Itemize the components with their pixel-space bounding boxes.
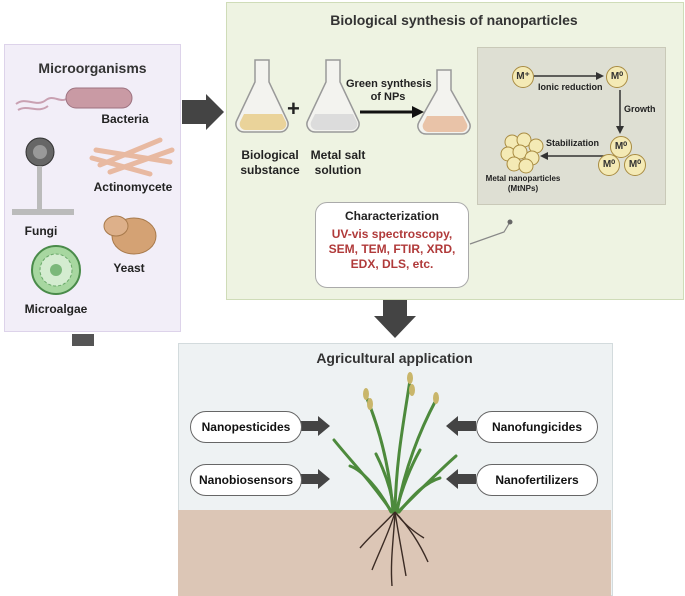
- nanoparticle-cluster-icon: [500, 132, 544, 174]
- metal-atom-bubble: M⁰: [606, 66, 628, 88]
- characterization-line: UV-vis spectroscopy,: [331, 227, 453, 241]
- micro-to-synthesis-arrow-icon: [182, 94, 224, 130]
- dash-marker-icon: [72, 334, 94, 346]
- label-metal-salt-solution: Metal salt solution: [310, 148, 366, 177]
- biological-substance-flask-icon: [235, 59, 289, 133]
- grain-icon: [363, 372, 439, 410]
- label-biological-substance: Biological substance: [240, 148, 300, 177]
- metal-salt-flask-icon: [306, 59, 360, 133]
- nanoparticle-flask-icon: [417, 69, 471, 135]
- microalgae-icon: [31, 245, 81, 295]
- characterization-line: EDX, DLS, etc.: [350, 257, 434, 271]
- green-synthesis-arrow-icon: [360, 106, 424, 118]
- plus-sign: +: [287, 96, 300, 121]
- nanofungicides-pill: Nanofungicides: [476, 411, 598, 443]
- label-yeast: Yeast: [113, 261, 145, 275]
- synthesis-title: Biological synthesis of nanoparticles: [330, 12, 578, 28]
- synthesis-to-agriculture-arrow-icon: [374, 300, 416, 338]
- characterization-line: SEM, TEM, FTIR, XRD,: [328, 242, 456, 256]
- application-arrows-icon: [300, 416, 476, 489]
- microorganisms-title: Microorganisms: [38, 60, 147, 76]
- label-ionic-reduction: Ionic reduction: [538, 82, 603, 92]
- label-growth: Growth: [624, 104, 656, 114]
- bacteria-icon: [15, 87, 133, 111]
- label-bacteria: Bacteria: [101, 112, 149, 126]
- metal-atom-bubble: M⁰: [598, 154, 620, 176]
- label-green-synthesis: Green synthesis of NPs: [346, 78, 432, 103]
- roots-icon: [359, 511, 429, 587]
- label-metal-nanoparticles: Metal nanoparticles (MtNPs): [485, 174, 561, 193]
- metal-atom-bubble: M⁰: [610, 136, 632, 158]
- metal-atom-bubble: M⁰: [624, 154, 646, 176]
- label-microalgae: Microalgae: [24, 302, 88, 316]
- label-stabilization: Stabilization: [546, 138, 600, 148]
- rice-plant-icon: [332, 378, 458, 514]
- label-fungi: Fungi: [24, 224, 58, 238]
- yeast-icon: [103, 215, 157, 255]
- actinomycete-icon: [89, 137, 175, 177]
- nanofertilizers-pill: Nanofertilizers: [476, 464, 598, 496]
- agricultural-title: Agricultural application: [316, 350, 473, 366]
- characterization-title: Characterization: [344, 209, 440, 223]
- mechanism-inset: [477, 47, 666, 205]
- characterization-box: Characterization UV-vis spectroscopy, SE…: [315, 202, 469, 288]
- label-actinomycete: Actinomycete: [93, 180, 173, 194]
- nanobiosensors-pill: Nanobiosensors: [190, 464, 302, 496]
- fungi-icon: [12, 137, 74, 215]
- nanopesticides-pill: Nanopesticides: [190, 411, 302, 443]
- metal-ion-bubble: M⁺: [512, 66, 534, 88]
